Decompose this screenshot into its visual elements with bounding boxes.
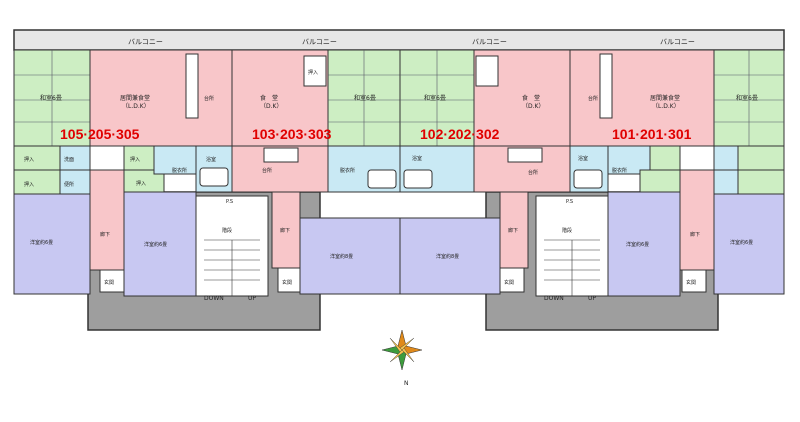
label-ldk-2: 居間兼食堂 bbox=[650, 94, 680, 102]
label-washitsu-4: 和室6畳 bbox=[736, 94, 758, 102]
label-ldk-sub: （L.D.K） bbox=[122, 103, 150, 110]
room-yoshitsu-b bbox=[123, 191, 197, 297]
label-yoshitsu-5: 洋室約6畳 bbox=[626, 241, 649, 248]
label-kitchen-3: 台所 bbox=[528, 169, 538, 176]
label-oshiire-a: 押入 bbox=[24, 156, 34, 163]
room-genkan bbox=[99, 269, 125, 293]
stair-up-left: UP bbox=[248, 295, 256, 302]
unit-number-101: 101·201·301 bbox=[612, 126, 692, 142]
ps-label-left: P.S bbox=[226, 199, 233, 205]
label-oshiire-e: 押入 bbox=[308, 69, 318, 76]
room-datsui bbox=[153, 145, 197, 175]
room-oshiire-f bbox=[649, 145, 681, 171]
label-datsui: 脱衣所 bbox=[172, 167, 187, 174]
label-ldk-sub-2: （L.D.K） bbox=[652, 103, 680, 110]
room-roka bbox=[89, 169, 125, 271]
room-senmen-4 bbox=[713, 145, 739, 171]
unit-number-103: 103·203·303 bbox=[252, 126, 332, 142]
label-yoshitsu-3: 洋室約8畳 bbox=[330, 253, 353, 260]
stair-down-right: DOWN bbox=[544, 295, 564, 302]
room-datsui-4 bbox=[607, 145, 651, 175]
label-dk-sub-2: （D.K） bbox=[522, 103, 544, 110]
label-washitsu: 和室6畳 bbox=[40, 94, 62, 102]
label-datsui-2: 脱衣所 bbox=[340, 167, 355, 174]
room-roka-4 bbox=[679, 169, 715, 271]
label-yokushitsu-3: 浴室 bbox=[412, 155, 422, 162]
room-ldk bbox=[89, 49, 233, 147]
stair-up-right: UP bbox=[588, 295, 596, 302]
label-ldk: 居間兼食堂 bbox=[120, 94, 150, 102]
room-yoshitsu-3 bbox=[299, 217, 401, 295]
room-yoshitsu-a bbox=[13, 193, 91, 295]
room-oshiire-i bbox=[737, 169, 785, 195]
stair-label-left: 階段 bbox=[222, 227, 232, 234]
label-kitchen: 台所 bbox=[204, 95, 214, 102]
label-yoshitsu-4: 洋室約8畳 bbox=[436, 253, 459, 260]
label-yoshitsu-b: 洋室約6畳 bbox=[144, 241, 167, 248]
room-oshiire-h bbox=[737, 145, 785, 171]
balcony-label-3: バルコニー bbox=[472, 38, 507, 46]
room-oshiire-g bbox=[639, 169, 681, 193]
label-washitsu-2: 和室6畳 bbox=[354, 94, 376, 102]
stair-down-left: DOWN bbox=[204, 295, 224, 302]
label-kitchen-2: 台所 bbox=[262, 167, 272, 174]
label-dk-2: 食 堂 bbox=[522, 94, 540, 102]
room-roka-3 bbox=[499, 191, 529, 269]
label-oshiire-b: 押入 bbox=[24, 181, 34, 188]
label-genkan-4: 玄関 bbox=[686, 279, 696, 286]
balcony-label-2: バルコニー bbox=[302, 38, 337, 46]
label-washitsu-3: 和室6畳 bbox=[424, 94, 446, 102]
compass-icon bbox=[381, 329, 423, 371]
balcony-label-1: バルコニー bbox=[128, 38, 163, 46]
label-roka-4: 廊下 bbox=[690, 231, 700, 238]
label-yokushitsu-4: 浴室 bbox=[578, 155, 588, 162]
label-yoshitsu-a: 洋室約6畳 bbox=[30, 239, 53, 246]
label-genkan-3: 玄関 bbox=[504, 279, 514, 286]
room-benjo-4 bbox=[713, 169, 739, 195]
label-dk: 食 堂 bbox=[260, 94, 278, 102]
label-oshiire-c: 押入 bbox=[130, 156, 140, 163]
label-datsui-4: 脱衣所 bbox=[612, 167, 627, 174]
label-yokushitsu: 浴室 bbox=[206, 156, 216, 163]
ps-label-right: P.S bbox=[566, 199, 573, 205]
room-oshiire-a bbox=[13, 145, 61, 171]
label-yoshitsu-6: 洋室約6畳 bbox=[730, 239, 753, 246]
room-senmen bbox=[59, 145, 91, 171]
label-benjo: 便所 bbox=[64, 181, 74, 188]
label-dk-sub: （D.K） bbox=[260, 103, 282, 110]
unit-number-105: 105·205·305 bbox=[60, 126, 140, 142]
label-oshiire-d: 押入 bbox=[136, 180, 146, 187]
label-roka-2: 廊下 bbox=[280, 227, 290, 234]
room-genkan-3 bbox=[499, 267, 525, 293]
label-senmen: 洗面 bbox=[64, 156, 74, 163]
room-yoshitsu-4 bbox=[399, 217, 501, 295]
label-roka-3: 廊下 bbox=[508, 227, 518, 234]
label-kitchen-4: 台所 bbox=[588, 95, 598, 102]
room-yoshitsu-6 bbox=[713, 193, 785, 295]
label-genkan: 玄関 bbox=[104, 279, 114, 286]
stair-label-right: 階段 bbox=[562, 227, 572, 234]
balcony-label-4: バルコニー bbox=[660, 38, 695, 46]
room-ldk-2 bbox=[569, 49, 715, 147]
unit-number-102: 102·202·302 bbox=[420, 126, 500, 142]
room-genkan-4 bbox=[681, 269, 707, 293]
room-oshiire-b bbox=[13, 169, 61, 195]
room-genkan-2 bbox=[277, 267, 301, 293]
compass-north-label: N bbox=[404, 380, 409, 387]
label-genkan-2: 玄関 bbox=[282, 279, 292, 286]
label-roka: 廊下 bbox=[100, 231, 110, 238]
